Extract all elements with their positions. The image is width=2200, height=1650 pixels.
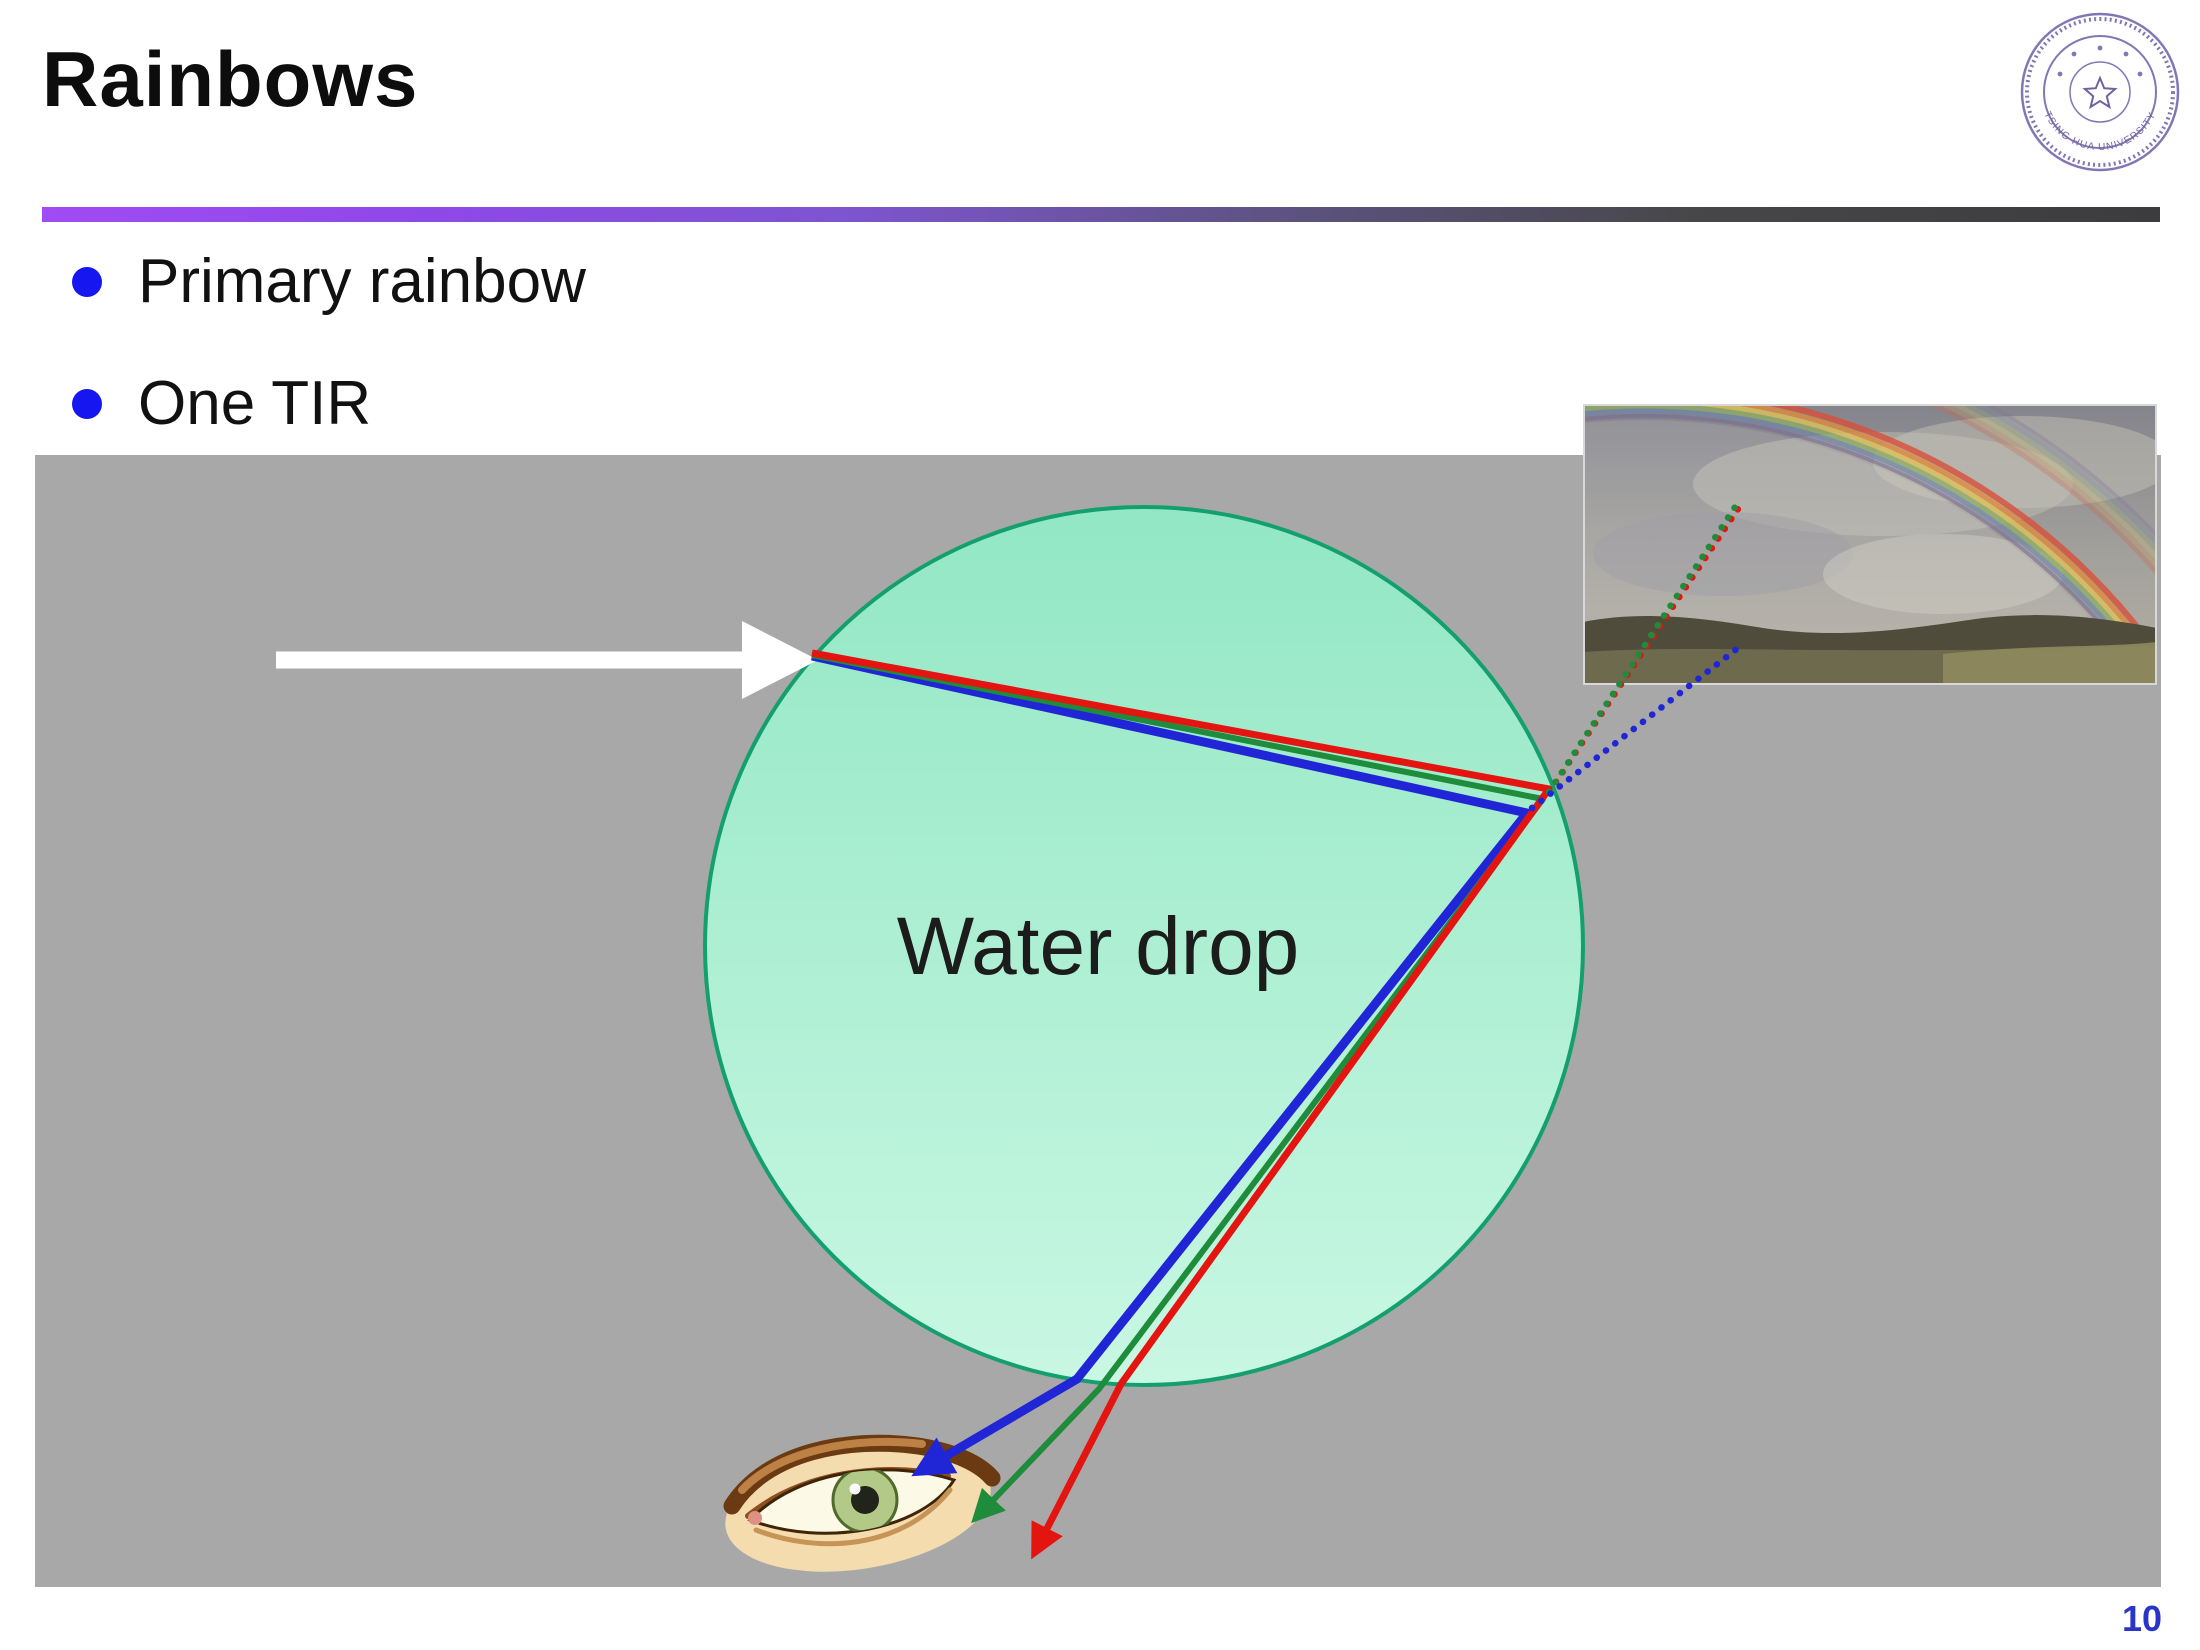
bullet-item-primary-rainbow: Primary rainbow (72, 246, 586, 317)
logo-seal-marks (2057, 45, 2143, 77)
rainbow-photo (1583, 404, 2157, 685)
bullet-label: Primary rainbow (138, 247, 586, 316)
logo-star-icon (2082, 75, 2118, 110)
university-logo: TSING HUA UNIVERSITY (2020, 12, 2180, 172)
page-number: 10 (2121, 1598, 2162, 1639)
bullet-label: One TIR (138, 369, 372, 438)
bullet-dot-icon (72, 266, 102, 297)
photo-bright-field (1943, 642, 2157, 685)
page-title: Rainbows (42, 35, 419, 123)
logo-center-ring (2069, 61, 2131, 123)
bullet-dot-icon (72, 388, 102, 419)
bullet-item-one-tir: One TIR (72, 368, 371, 439)
logo-inner-ring (2043, 35, 2157, 149)
logo-scalloped-ring (2025, 17, 2175, 167)
title-underline-bar (42, 207, 2160, 222)
